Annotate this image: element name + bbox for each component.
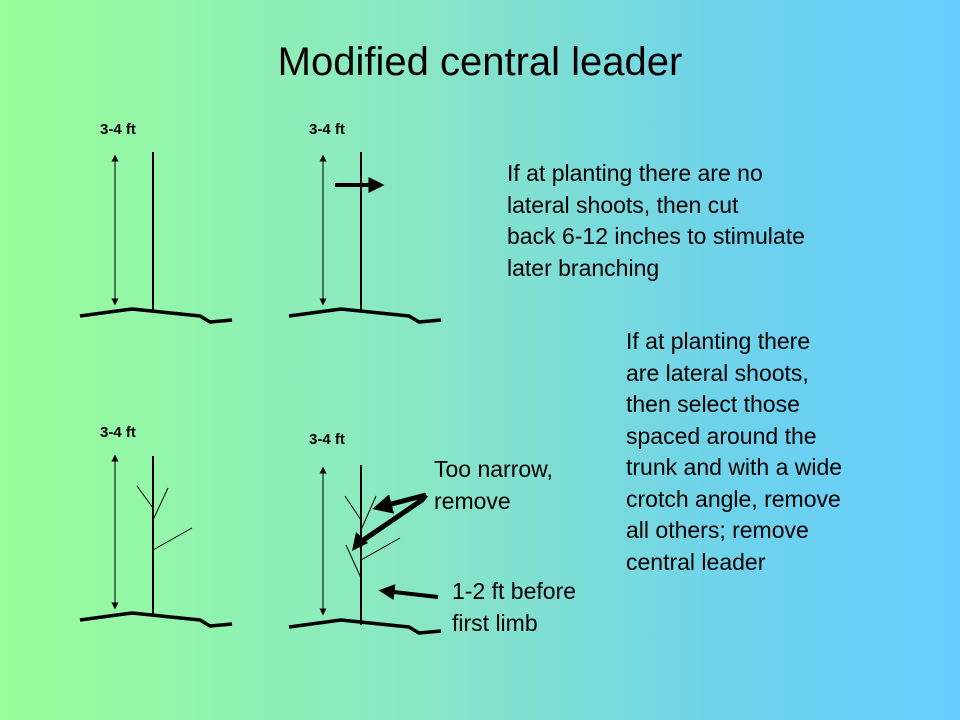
note-line: crotch angle, remove xyxy=(626,485,841,512)
note-line: back 6-12 inches to stimulate xyxy=(507,223,805,249)
note-line: later branching xyxy=(507,254,660,281)
note-line: lateral shoots, then cut xyxy=(507,191,739,218)
note-line: If at planting there xyxy=(626,328,811,354)
note-line: all others; remove xyxy=(626,517,809,543)
tree3-narrow-shoot-right xyxy=(152,487,169,521)
tree3-ground xyxy=(79,611,233,628)
note-line: first limb xyxy=(452,609,538,636)
tree4-shoot-upper-right xyxy=(360,495,377,531)
note-line: 1-2 ft before xyxy=(452,578,577,604)
tree4-ground xyxy=(288,618,442,635)
tree2-ground xyxy=(288,307,442,324)
too-narrow-arrow-lower-head xyxy=(352,532,368,551)
no-lateral-shoots-note: If at planting there are no lateral shoo… xyxy=(507,158,805,284)
lateral-shoots-note: If at planting there are lateral shoots,… xyxy=(626,326,842,578)
tree3-with-laterals xyxy=(79,454,233,628)
tree4-shoot-lower-right xyxy=(360,537,401,561)
note-line: If at planting there are no xyxy=(507,160,763,186)
tree4-shoot-upper-left xyxy=(344,495,362,521)
tree1-whip xyxy=(79,152,233,324)
tree3-narrow-shoot-left xyxy=(136,485,154,509)
note-line: spaced around the xyxy=(626,422,817,449)
tree3-height-label: 3-4 ft xyxy=(100,424,136,441)
tree2-height-label: 3-4 ft xyxy=(309,121,345,138)
first-limb-arrow xyxy=(378,584,439,601)
note-line: central leader xyxy=(626,548,766,575)
tree3-wide-shoot xyxy=(152,527,193,551)
tree1-ground xyxy=(79,307,233,324)
page-title: Modified central leader xyxy=(277,40,683,84)
tree2-whip-cut xyxy=(288,152,442,324)
note-line: then select those xyxy=(626,391,800,417)
first-limb-note: 1-2 ft before first limb xyxy=(452,576,576,639)
too-narrow-arrow-upper xyxy=(372,492,427,514)
note-line: trunk and with a wide xyxy=(626,454,843,480)
tree4-height-label: 3-4 ft xyxy=(309,431,345,448)
note-line: remove xyxy=(434,487,511,514)
tree4-shoot-lower-left xyxy=(345,544,362,579)
note-line: are lateral shoots, xyxy=(626,359,809,386)
note-line: Too narrow, xyxy=(434,456,553,482)
tree4-pruning xyxy=(288,465,442,635)
tree1-height-label: 3-4 ft xyxy=(100,121,136,138)
too-narrow-note: Too narrow, remove xyxy=(434,454,553,517)
